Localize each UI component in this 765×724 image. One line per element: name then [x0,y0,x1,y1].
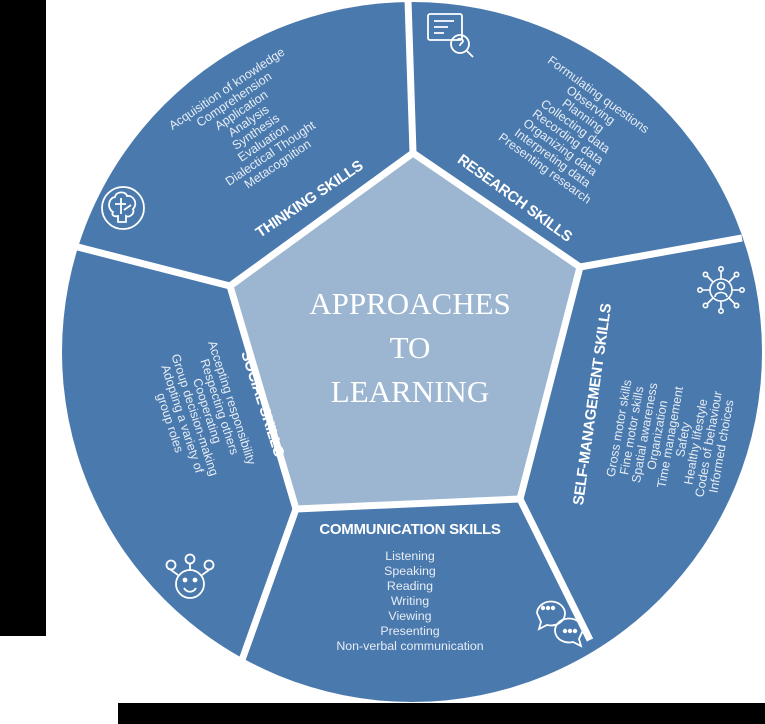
section-communication: COMMUNICATION SKILLS Listening Speaking … [319,521,584,653]
separator-bottom-left [238,507,300,662]
center-line-2: TO [390,330,431,365]
separator-left [65,240,231,290]
segment-separators [65,0,743,662]
separator-right [579,234,743,271]
document-search-icon [427,13,474,58]
list-item: Writing [391,594,429,608]
center-label: APPROACHES TO LEARNING [309,286,511,409]
list-item: Speaking [384,564,436,578]
separator-bottom-right [516,497,594,642]
people-group-icon [165,553,215,599]
center-line-1: APPROACHES [309,286,511,321]
list-item: Reading [387,579,433,593]
left-frame-bar [0,0,46,636]
brain-icon [101,186,145,230]
center-pentagon [226,149,584,513]
communication-items: Listening Speaking Reading Writing Viewi… [336,549,483,653]
separator-top [404,0,417,154]
center-line-3: LEARNING [331,374,489,409]
list-item: Presenting [380,624,439,638]
network-person-icon [696,265,745,314]
list-item: Non-verbal communication [336,639,483,653]
speech-bubbles-icon [536,600,584,648]
list-item: Safety [673,420,693,458]
list-item: Viewing [388,609,431,623]
section-title-communication: COMMUNICATION SKILLS [319,521,501,538]
bottom-frame-bar [118,703,765,724]
list-item: Listening [385,549,435,563]
